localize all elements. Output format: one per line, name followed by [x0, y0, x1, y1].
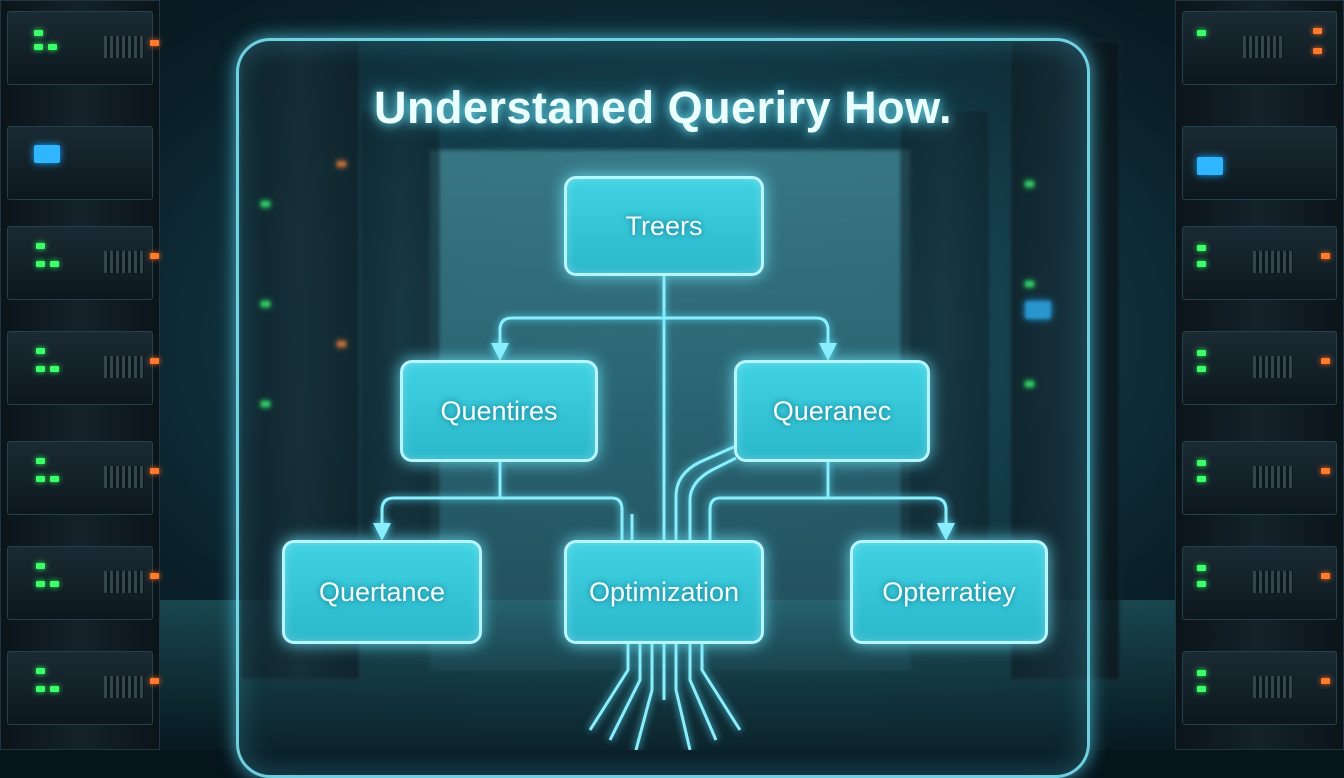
connector-left-center	[500, 496, 624, 540]
node-right-mid: Queranec	[734, 360, 930, 462]
connector-bottom-wire-6	[700, 644, 742, 731]
diagram-title: Understaned Queriry How.	[374, 82, 952, 133]
server-unit	[7, 226, 159, 300]
server-unit	[1182, 546, 1337, 620]
diagram-connectors	[373, 276, 955, 750]
node-bottom-left: Quertance	[282, 540, 482, 644]
node-left-mid: Quentires	[400, 360, 598, 462]
server-unit	[7, 126, 153, 200]
connector-bottom-wire-1	[608, 644, 642, 741]
connector-root-left	[491, 316, 664, 361]
server-unit	[1182, 126, 1337, 200]
node-bottom-right: Opterratiey	[850, 540, 1048, 644]
server-unit	[7, 651, 159, 725]
connector-right-bottomright	[826, 462, 955, 541]
connector-bottom-wire-5	[588, 644, 630, 731]
server-unit	[7, 11, 159, 85]
connector-right-center	[708, 496, 828, 540]
server-rack-right	[1175, 0, 1344, 750]
server-unit	[1182, 226, 1337, 300]
server-unit	[1182, 651, 1337, 725]
connector-right-wire-b	[688, 456, 737, 540]
connector-bottom-wire-3	[674, 644, 692, 750]
connector-bottom-wire-4	[688, 644, 718, 741]
server-unit	[1182, 441, 1337, 515]
connector-right-wire-a	[674, 444, 737, 540]
server-rack-left	[0, 0, 160, 750]
server-unit	[7, 331, 159, 405]
connector-root-right	[664, 316, 837, 361]
connector-bottom-wire-2	[634, 644, 654, 750]
node-root: Treers	[564, 176, 764, 276]
connector-left-bottomleft	[373, 462, 502, 541]
server-unit	[1182, 11, 1337, 85]
server-unit	[7, 441, 159, 515]
node-bottom-center: Optimization	[564, 540, 764, 644]
server-unit	[1182, 331, 1337, 405]
server-unit	[7, 546, 159, 620]
